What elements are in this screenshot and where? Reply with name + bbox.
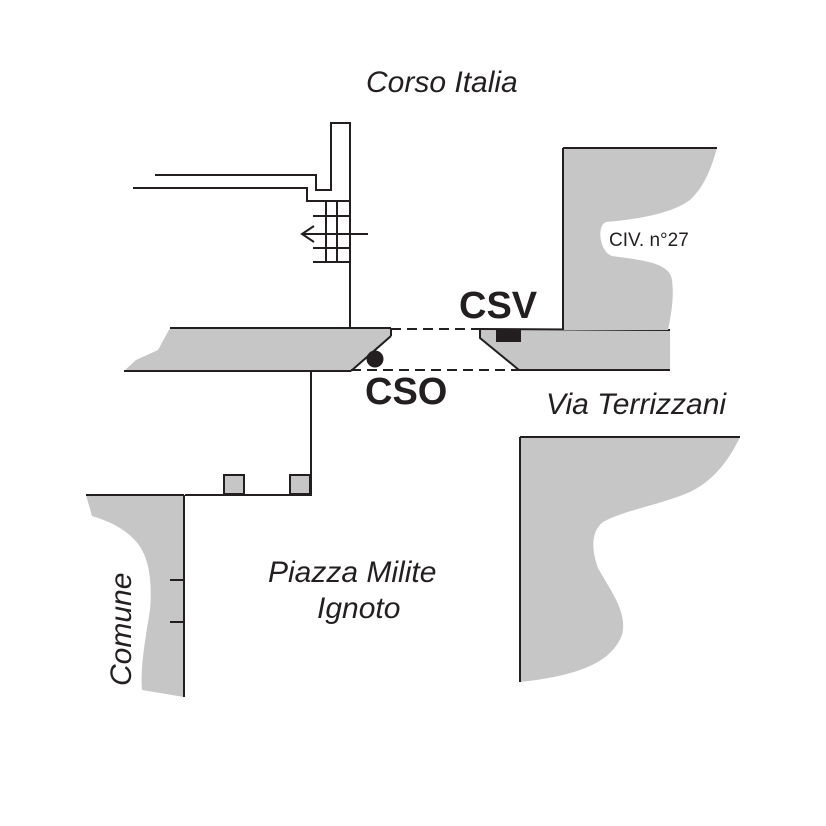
- comune-label: Comune: [105, 573, 138, 686]
- bollard: [289, 474, 311, 495]
- civic-number-label: CIV. n°27: [609, 230, 689, 251]
- bollard: [223, 474, 245, 495]
- left-arrow-icon: [300, 225, 368, 243]
- sidewalk-left: [124, 328, 391, 371]
- cso-label: CSO: [365, 371, 447, 413]
- piazza-label-line1: Piazza Milite: [268, 556, 436, 589]
- csv-marker: [496, 329, 521, 342]
- street-via-terrizzani: Via Terrizzani: [546, 388, 727, 421]
- building-comune: [86, 495, 184, 697]
- sidewalk-right: [480, 329, 670, 370]
- stairs: [313, 201, 350, 263]
- building-corso-italia-outline: [133, 122, 351, 327]
- piazza-label-line2: Ignoto: [317, 592, 400, 625]
- crosswalk: [351, 328, 519, 371]
- cso-marker: [366, 350, 384, 368]
- street-corso-italia: Corso Italia: [366, 66, 518, 99]
- csv-label: CSV: [459, 285, 538, 327]
- building-civ-27: [563, 148, 717, 330]
- building-via-terrizzani: [520, 437, 740, 682]
